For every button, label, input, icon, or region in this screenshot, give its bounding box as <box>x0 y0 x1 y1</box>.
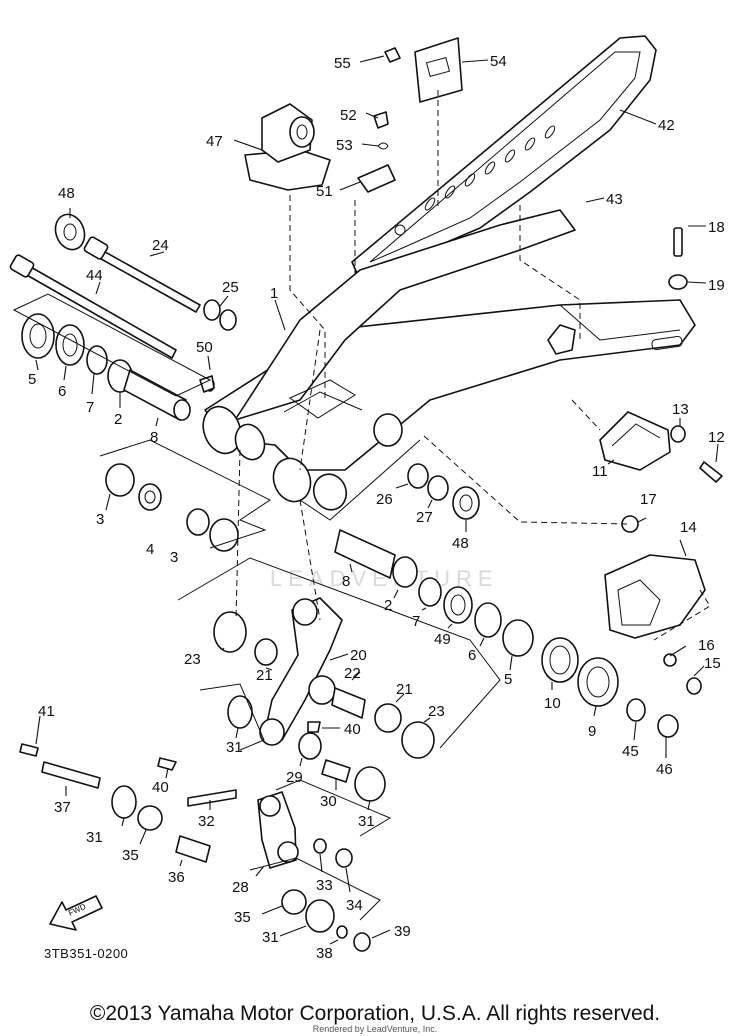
callout-17: 17 <box>640 491 657 508</box>
pivot-shaft-part <box>9 213 237 359</box>
callout-4: 4 <box>146 541 154 558</box>
callout-37: 37 <box>54 799 71 816</box>
callout-28: 28 <box>232 879 249 896</box>
left-bearing-stack <box>21 313 215 421</box>
callout-15: 15 <box>704 655 721 672</box>
callout-19: 19 <box>708 277 725 294</box>
copyright-notice: ©2013 Yamaha Motor Corporation, U.S.A. A… <box>89 1002 661 1025</box>
callout-43: 43 <box>606 191 623 208</box>
callout-50: 50 <box>196 339 213 356</box>
diagram-code: 3TB351-0200 <box>44 946 129 961</box>
callout-14: 14 <box>680 519 697 536</box>
callout-31-lower: 31 <box>262 929 279 946</box>
callout-5-left: 5 <box>28 371 36 388</box>
callout-3-lower: 3 <box>170 549 178 566</box>
chain-puller-part <box>599 227 723 533</box>
center-bearing-stack <box>407 463 480 520</box>
callout-45: 45 <box>622 743 639 760</box>
callout-42: 42 <box>658 117 675 134</box>
callout-21-right: 21 <box>396 681 413 698</box>
callout-2-left: 2 <box>114 411 122 428</box>
callout-2-center: 2 <box>384 597 392 614</box>
callout-30: 30 <box>320 793 337 810</box>
callout-26: 26 <box>376 491 393 508</box>
callout-9: 9 <box>588 723 596 740</box>
callout-31-right: 31 <box>358 813 375 830</box>
rendered-by-note: Rendered by LeadVenture, Inc. <box>312 1024 438 1034</box>
fwd-arrow-icon: FWD <box>49 895 103 931</box>
rear-arm-part <box>202 209 696 511</box>
leader-lines <box>12 55 719 945</box>
callout-39: 39 <box>394 923 411 940</box>
callout-6-left: 6 <box>58 383 66 400</box>
callout-31-upper: 31 <box>226 739 243 756</box>
callout-47: 47 <box>206 133 223 150</box>
callout-10: 10 <box>544 695 561 712</box>
left-bushing-group <box>105 463 239 552</box>
callout-55: 55 <box>334 55 351 72</box>
callout-25: 25 <box>222 279 239 296</box>
callout-48-top: 48 <box>58 185 75 202</box>
callout-23-left: 23 <box>184 651 201 668</box>
callout-46: 46 <box>656 761 673 778</box>
callout-32: 32 <box>198 813 215 830</box>
rear-arm-exploded-diagram: FWD <box>9 35 725 962</box>
callout-36: 36 <box>168 869 185 886</box>
callout-18: 18 <box>708 219 725 236</box>
callout-31-left: 31 <box>86 829 103 846</box>
callout-51: 51 <box>316 183 333 200</box>
callout-40-right: 40 <box>344 721 361 738</box>
callout-7-center: 7 <box>412 613 420 630</box>
callout-6-center: 6 <box>468 647 476 664</box>
callout-48-center: 48 <box>452 535 469 552</box>
callout-34: 34 <box>346 897 363 914</box>
callout-24: 24 <box>152 237 169 254</box>
callout-44: 44 <box>86 267 103 284</box>
chain-guide-part <box>604 554 706 695</box>
callout-16: 16 <box>698 637 715 654</box>
callout-54: 54 <box>490 53 507 70</box>
callout-7-left: 7 <box>86 399 94 416</box>
callout-53: 53 <box>336 137 353 154</box>
callout-49: 49 <box>434 631 451 648</box>
callout-20: 20 <box>350 647 367 664</box>
callout-21-left: 21 <box>256 667 273 684</box>
callout-41: 41 <box>38 703 55 720</box>
callout-52: 52 <box>340 107 357 124</box>
chain-case-part <box>351 35 657 281</box>
callout-12: 12 <box>708 429 725 446</box>
callout-22: 22 <box>344 665 361 682</box>
relay-arm-part <box>213 597 435 802</box>
callout-1: 1 <box>270 285 278 302</box>
rear-arm-cover-part <box>244 103 331 191</box>
callout-labels: 55 54 42 52 47 53 51 43 18 48 24 19 44 2… <box>28 53 725 962</box>
callout-8-left: 8 <box>150 429 158 446</box>
seal-guard-part <box>357 37 463 193</box>
callout-3-upper: 3 <box>96 511 104 528</box>
connecting-rod-part <box>19 375 371 952</box>
callout-23-right: 23 <box>428 703 445 720</box>
callout-38: 38 <box>316 945 333 962</box>
callout-40-left: 40 <box>152 779 169 796</box>
callout-33: 33 <box>316 877 333 894</box>
relay-arm-bearing-stack <box>334 529 679 738</box>
callout-35-lower: 35 <box>234 909 251 926</box>
callout-27: 27 <box>416 509 433 526</box>
callout-8-center: 8 <box>342 573 350 590</box>
callout-11: 11 <box>592 463 608 480</box>
callout-35-upper: 35 <box>122 847 139 864</box>
callout-13: 13 <box>672 401 689 418</box>
callout-5-center: 5 <box>504 671 512 688</box>
callout-29: 29 <box>286 769 303 786</box>
